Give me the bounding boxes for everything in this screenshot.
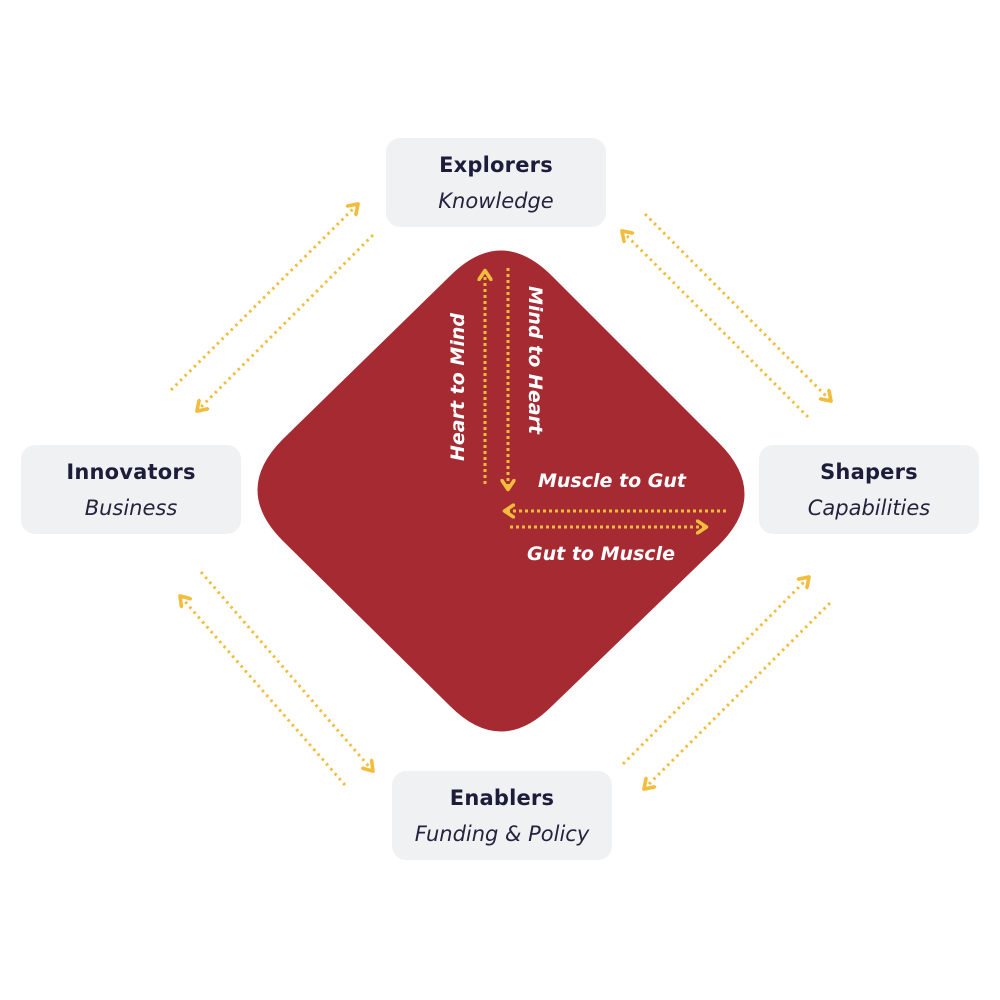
innovators-to-enablers-arrow [199,571,372,770]
enablers-to-shapers-arrow [621,578,808,766]
node-shapers[interactable]: Shapers Capabilities [759,445,979,534]
explorers-to-shapers-arrow [643,212,830,400]
gut-to-muscle-label: Gut to Muscle [527,543,675,565]
shapers-to-enablers-arrow [645,601,832,788]
node-subtitle: Knowledge [438,188,554,213]
node-title: Shapers [820,459,918,484]
enablers-to-innovators-arrow [181,597,347,786]
innovators-to-explorers-arrow [169,205,357,392]
node-innovators[interactable]: Innovators Business [21,445,241,534]
node-subtitle: Capabilities [807,495,931,520]
node-subtitle: Funding & Policy [414,821,590,846]
node-enablers[interactable]: Enablers Funding & Policy [392,771,612,860]
node-title: Enablers [449,785,555,810]
mind-to-heart-label: Mind to Heart [524,286,546,434]
node-explorers[interactable]: Explorers Knowledge [386,138,606,227]
node-subtitle: Business [84,495,178,520]
node-title: Explorers [439,152,553,177]
heart-to-mind-label: Heart to Mind [447,313,469,461]
node-title: Innovators [66,459,196,484]
shapers-to-explorers-arrow [623,232,810,419]
explorers-to-innovators-arrow [198,233,375,410]
muscle-to-gut-label: Muscle to Gut [538,470,686,492]
